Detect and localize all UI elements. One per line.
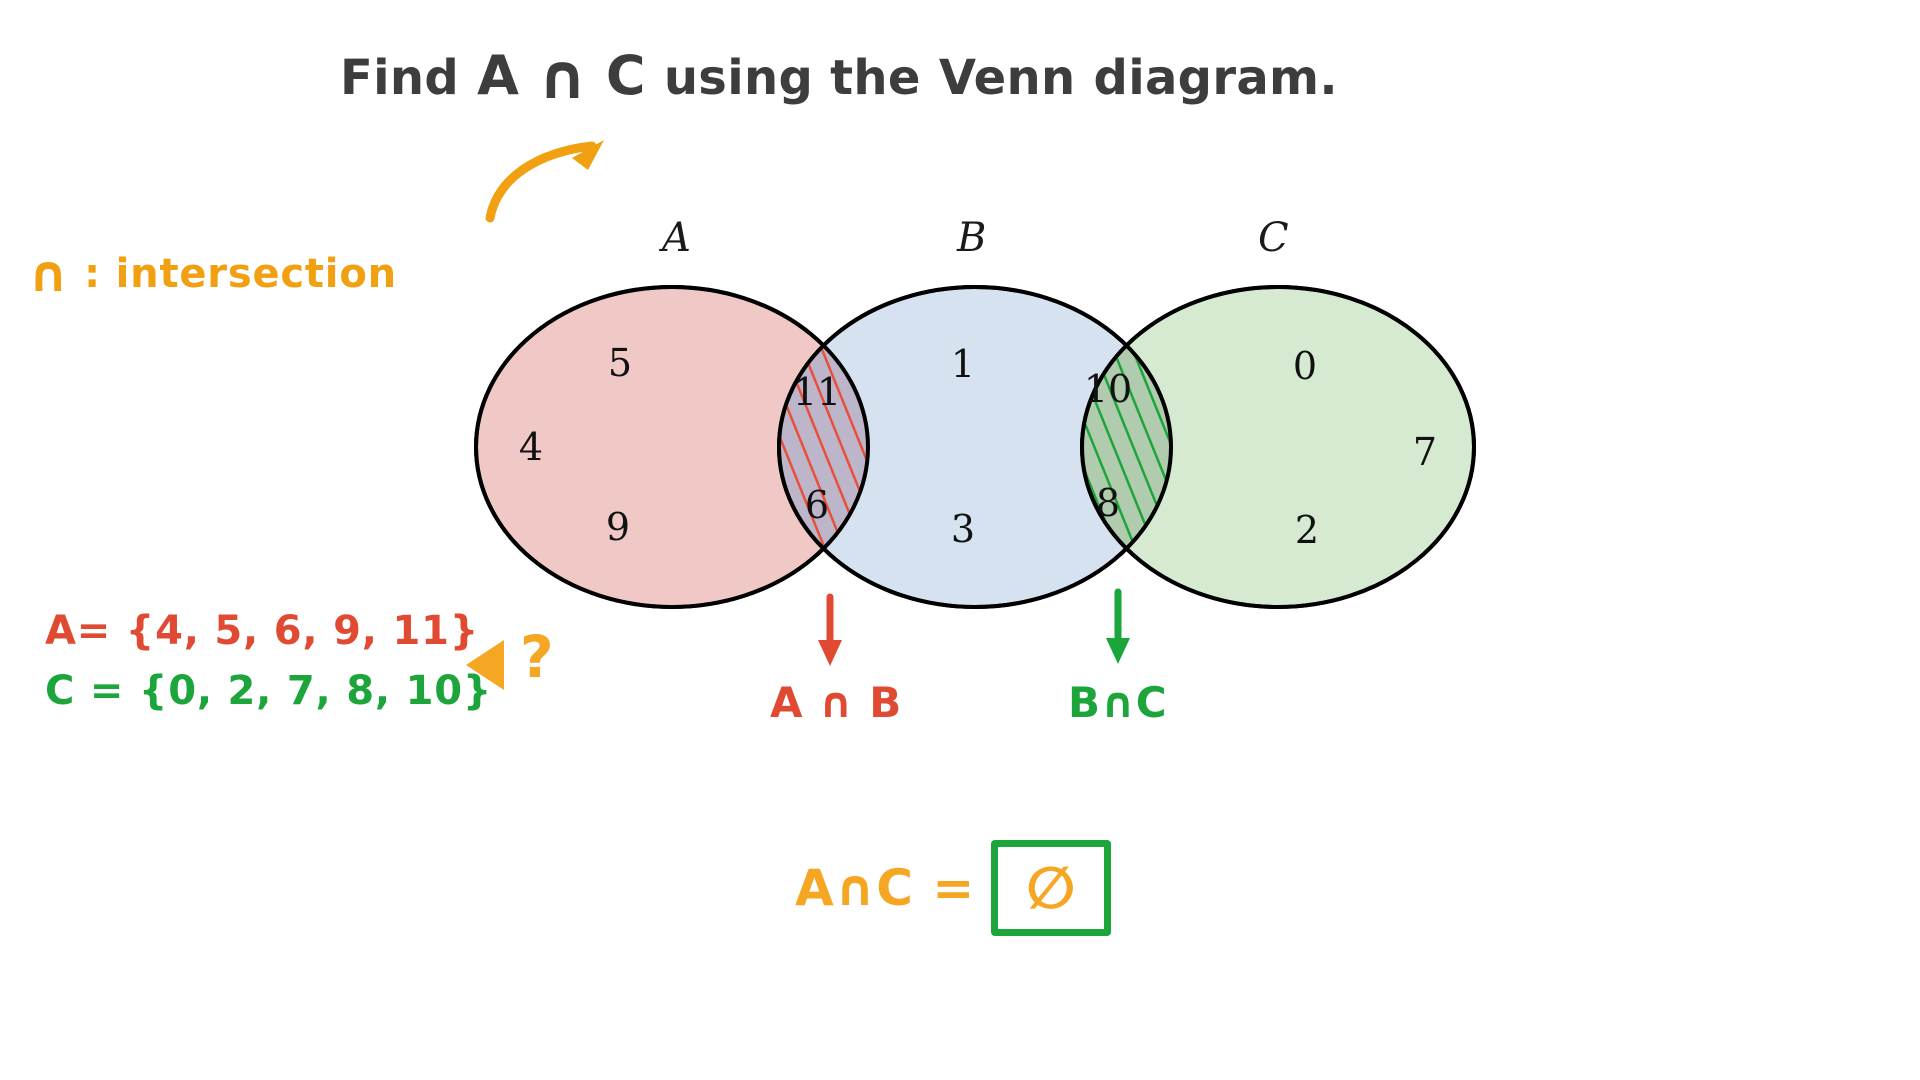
callout-a-intersect-b: A ∩ B (770, 678, 903, 727)
venn-outline-b (777, 285, 1173, 609)
venn-circle-b (777, 285, 1173, 609)
given-set-a: A= {4, 5, 6, 9, 11} (45, 608, 480, 654)
venn-number-a-9: 9 (605, 505, 631, 549)
region-a-intersect-b (779, 287, 868, 607)
intersection-operator-icon: ∩ (537, 40, 588, 113)
venn-number-a-4: 4 (518, 425, 544, 469)
left-pointing-triangle-icon (466, 640, 504, 690)
venn-number-c-2: 2 (1294, 508, 1320, 552)
legend-meaning-text: intersection (115, 251, 397, 297)
venn-number-ab-6: 6 (804, 483, 830, 527)
title-set-c: C (605, 44, 646, 107)
venn-label-c: C (1258, 215, 1289, 261)
venn-number-ab-11: 11 (792, 370, 842, 414)
title-word-venn: Venn (938, 50, 1076, 106)
green-arrow-icon (1106, 588, 1130, 664)
orange-curved-arrow-icon (485, 140, 604, 223)
answer-expression: A∩C = (795, 859, 976, 917)
title-word-using: using the (663, 50, 921, 106)
page-title: Find A ∩ C using the Venn diagram. (340, 42, 1600, 122)
answer-box: ∅ (991, 840, 1112, 936)
red-arrow-icon (818, 593, 842, 666)
venn-label-a: A (662, 215, 691, 261)
callout-b-intersect-c: B∩C (1068, 678, 1168, 727)
title-word-diagram: diagram. (1093, 50, 1338, 106)
venn-number-b-3: 3 (950, 507, 976, 551)
venn-number-c-0: 0 (1292, 344, 1318, 388)
title-set-a: A (477, 44, 520, 107)
legend-intersection-note: ∩ : intersection (28, 245, 397, 303)
legend-intersection-symbol-icon: ∩ (28, 245, 70, 303)
venn-label-b: B (957, 215, 987, 261)
legend-separator: : (84, 251, 101, 297)
venn-number-bc-8: 8 (1095, 481, 1121, 525)
title-word-find: Find (340, 50, 460, 106)
region-b-intersect-c (1082, 287, 1171, 607)
given-set-c: C = {0, 2, 7, 8, 10} (45, 668, 493, 714)
empty-set-icon: ∅ (1025, 854, 1077, 922)
venn-number-c-7: 7 (1412, 430, 1438, 474)
answer-row: A∩C = ∅ (795, 840, 1112, 936)
venn-number-bc-10: 10 (1083, 367, 1133, 411)
venn-number-b-1: 1 (950, 342, 976, 386)
question-mark-icon: ? (520, 623, 555, 691)
venn-number-a-5: 5 (607, 341, 633, 385)
